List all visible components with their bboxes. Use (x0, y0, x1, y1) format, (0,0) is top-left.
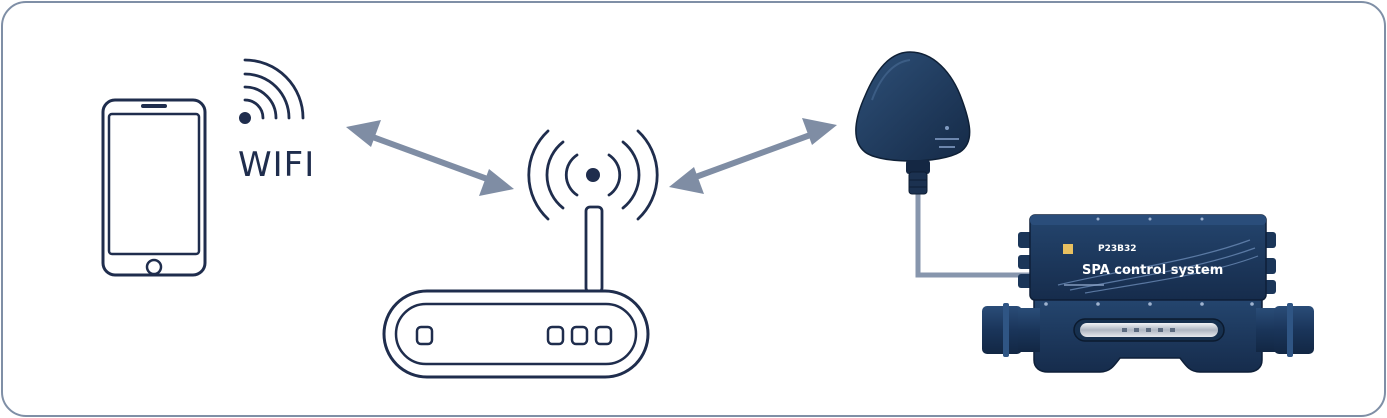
model-label: P23B32 (1098, 244, 1137, 254)
router-signal-icon (527, 129, 659, 221)
wifi-module-icon (855, 51, 971, 195)
wifi-signal-icon (239, 58, 305, 124)
smartphone-icon (101, 98, 207, 277)
product-label: SPA control system (1082, 263, 1223, 278)
spa-controller-icon: P23B32 SPA control system (982, 214, 1314, 373)
wifi-router-icon (382, 205, 650, 379)
arrow-phone-router (346, 120, 514, 196)
module-cable (915, 192, 1030, 278)
arrow-router-module (669, 118, 837, 194)
wifi-label: WIFI (238, 145, 315, 185)
